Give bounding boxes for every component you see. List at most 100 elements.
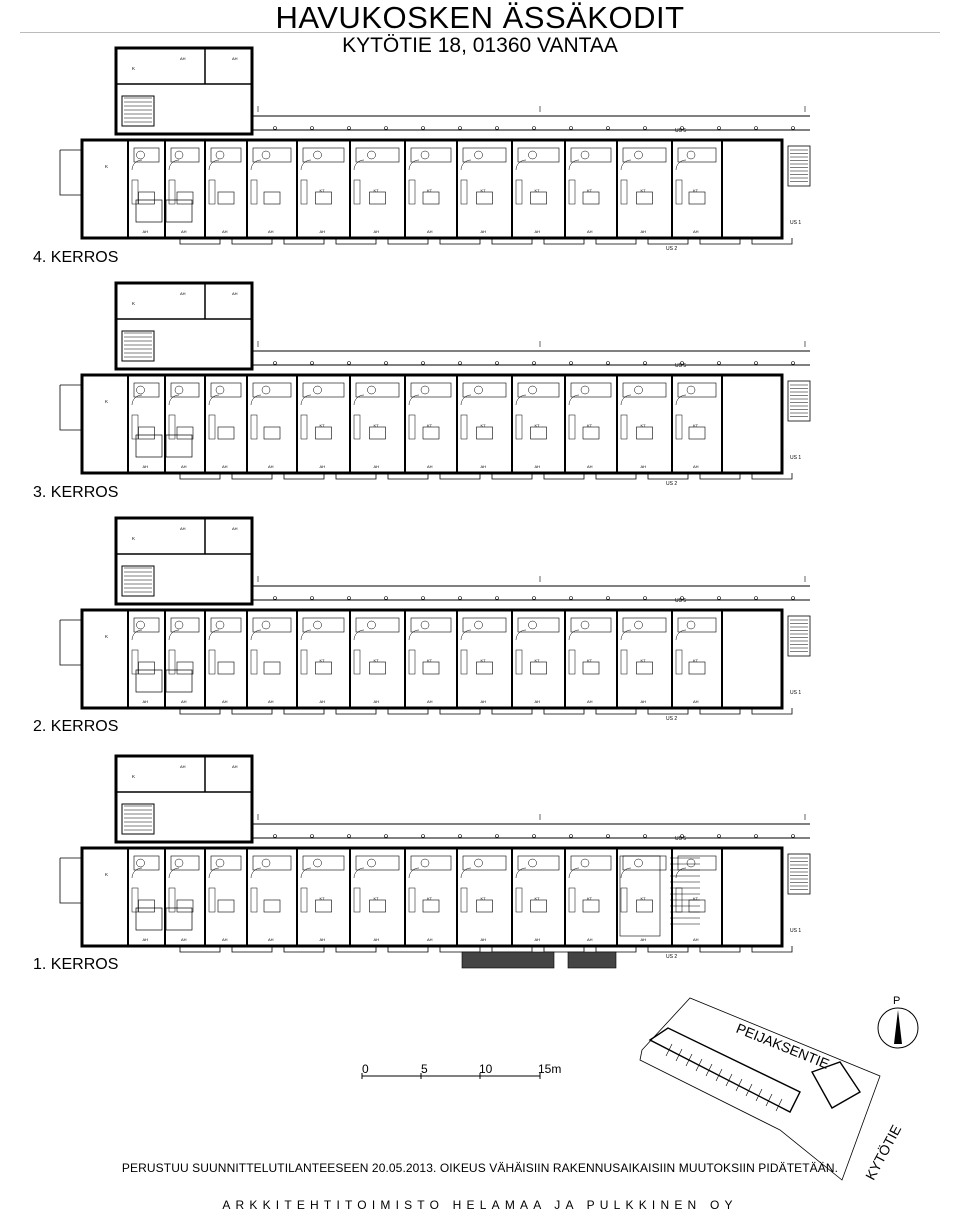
table: [369, 899, 386, 913]
room-tag-ah: AH: [180, 56, 186, 61]
bathroom: [462, 382, 507, 398]
room-tag-ah: AH: [481, 464, 487, 469]
kitchen-counter: [353, 414, 361, 440]
kitchen-counter: [515, 887, 523, 913]
door-swing: [620, 629, 632, 641]
balcony: [647, 238, 689, 245]
stair-wing-wall: [114, 754, 254, 844]
room-tag-k: K: [132, 66, 135, 71]
bathroom: [410, 855, 452, 871]
kitchen-counter: [515, 649, 523, 675]
shower-zone: [474, 385, 483, 395]
room-tag-ah: AH: [320, 229, 326, 234]
door-swing: [675, 629, 687, 641]
door-swing: [300, 629, 312, 641]
stair-hall: [619, 855, 661, 937]
shower-zone: [215, 858, 225, 868]
gallery-post: [606, 126, 610, 130]
door-swing: [300, 867, 312, 879]
table: [530, 899, 547, 913]
balcony: [699, 708, 741, 715]
gallery-post: [754, 126, 758, 130]
stair-outline: [121, 95, 155, 127]
apartment-unit: AH: [168, 855, 200, 942]
drawing-address: KYTÖTIE 18, 01360 VANTAA: [342, 34, 618, 57]
kitchen-counter: [353, 649, 361, 675]
neighbour-building-footprint: [810, 1061, 861, 1109]
door-swing: [568, 159, 580, 171]
door-swing: [620, 394, 632, 406]
gallery-post: [680, 596, 684, 600]
stair-wing-wall: [114, 281, 254, 371]
balcony: [491, 708, 533, 715]
bed: [135, 669, 163, 693]
balcony: [699, 473, 741, 480]
table: [138, 661, 155, 675]
room-tag-ah: AH: [222, 229, 228, 234]
room-tag-kt: KT: [641, 658, 647, 663]
room-tag-k: K: [132, 774, 135, 779]
balcony-hatch: [745, 1083, 753, 1097]
bed: [135, 907, 163, 931]
ground-floor-service-area: [461, 855, 700, 969]
kitchen-counter: [168, 887, 176, 913]
bathroom: [410, 617, 452, 633]
main-block-wall: [80, 846, 784, 948]
apartment-unit: AH: [250, 617, 292, 704]
table: [530, 426, 547, 440]
room-tag-ah: AH: [268, 464, 274, 469]
kitchen-counter: [408, 179, 416, 205]
room-tag-kt: KT: [641, 423, 647, 428]
kitchen-counter: [460, 414, 468, 440]
balcony: [179, 946, 221, 953]
tag-us1: US 1: [790, 690, 801, 696]
building-footprint: [648, 1027, 801, 1113]
scale-tick-15: 15m: [538, 1062, 562, 1076]
kitchen-counter: [408, 887, 416, 913]
gallery-post: [643, 126, 647, 130]
table: [636, 661, 653, 675]
bathroom: [462, 147, 507, 163]
tag-us2: US 2: [666, 481, 677, 487]
door-swing: [620, 867, 632, 879]
door-swing: [168, 159, 180, 171]
kitchen-counter: [168, 179, 176, 205]
bathroom: [170, 382, 200, 398]
balcony: [231, 473, 273, 480]
table: [582, 426, 600, 440]
apartment-unit: AH: [208, 617, 242, 704]
room-tag-ah: AH: [181, 229, 187, 234]
room-tag-ah: AH: [427, 937, 433, 942]
balcony: [595, 708, 637, 715]
door-swing: [353, 394, 365, 406]
scale-bar: 0 5 10 15m: [358, 1062, 578, 1092]
table: [217, 191, 235, 205]
balcony-hatch: [775, 1098, 783, 1112]
bed: [165, 434, 193, 458]
gallery-post: [569, 834, 573, 838]
gallery-post: [458, 834, 462, 838]
room-tag-kt: KT: [481, 896, 487, 901]
bathroom: [133, 147, 160, 163]
shower-zone: [580, 858, 590, 868]
scale-tick-5: 5: [421, 1062, 428, 1076]
door-swing: [250, 159, 262, 171]
gallery-post: [569, 126, 573, 130]
balcony: [751, 238, 793, 245]
shower-zone: [528, 858, 537, 868]
shower-zone: [313, 858, 322, 868]
room-tag-ah: AH: [535, 464, 541, 469]
balcony: [387, 946, 429, 953]
kitchen-counter: [300, 179, 308, 205]
gallery-post: [347, 834, 351, 838]
bathroom: [570, 855, 612, 871]
shower-zone: [313, 620, 322, 630]
shower-zone: [367, 620, 376, 630]
